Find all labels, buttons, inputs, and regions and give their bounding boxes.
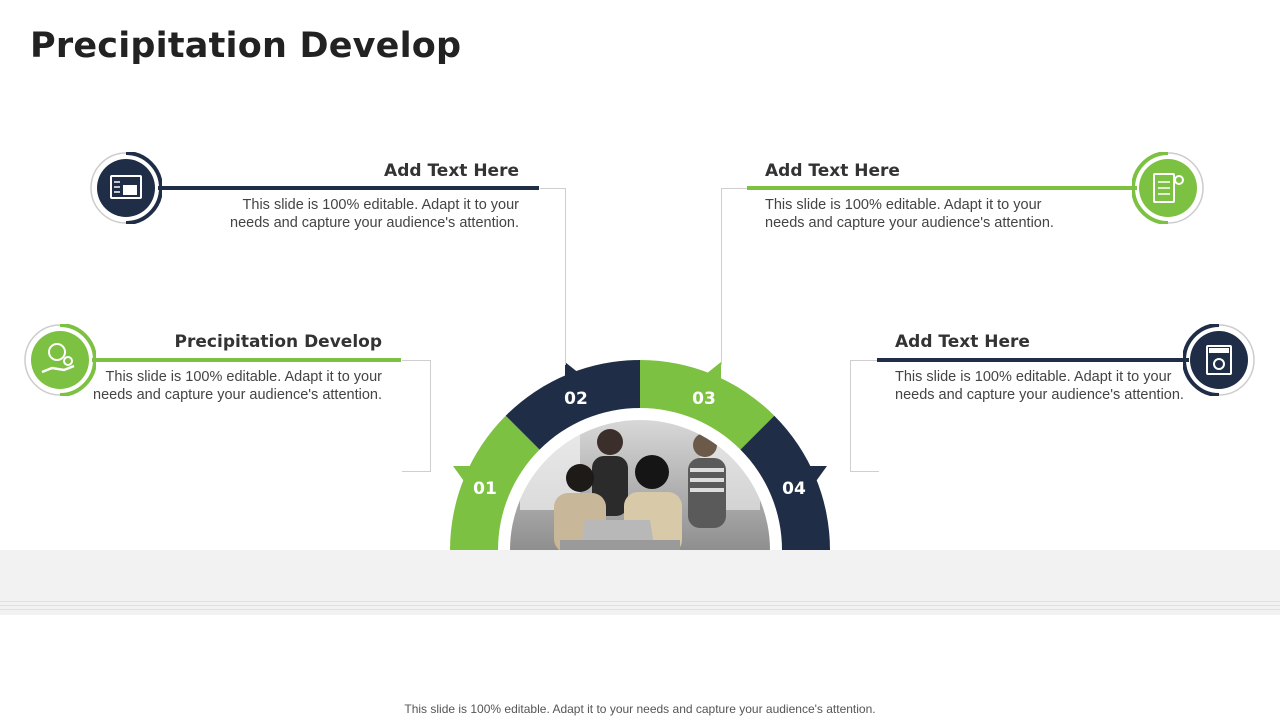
audit-document-icon — [1182, 323, 1255, 397]
slide-title: Precipitation Develop — [30, 26, 462, 66]
band-divider — [0, 605, 1280, 606]
item-03-heading: Add Text Here — [765, 161, 900, 181]
item-01-bar — [92, 358, 401, 362]
band-divider — [0, 601, 1280, 602]
segment-number-02: 02 — [564, 389, 588, 409]
item-04-bar — [877, 358, 1189, 362]
checklist-gear-icon — [1131, 151, 1204, 225]
connector-03 — [721, 188, 748, 365]
pointer-04 — [807, 466, 827, 484]
item-02-bar — [158, 186, 539, 190]
band-divider — [0, 609, 1280, 610]
item-02-heading: Add Text Here — [384, 161, 519, 181]
segment-04 — [731, 415, 830, 550]
bottom-band — [0, 550, 1280, 615]
item-04-text: This slide is 100% editable. Adapt it to… — [895, 369, 1184, 403]
pointer-03 — [701, 362, 721, 380]
pointer-02 — [565, 362, 585, 380]
segment-number-03: 03 — [692, 389, 716, 409]
segment-02 — [505, 360, 640, 459]
segment-01 — [450, 415, 549, 550]
segment-03 — [640, 360, 775, 459]
item-01-text: This slide is 100% editable. Adapt it to… — [93, 369, 382, 403]
hand-chart-gear-icon — [24, 323, 97, 397]
item-03-bar — [747, 186, 1137, 190]
slide-footer: This slide is 100% editable. Adapt it to… — [404, 702, 876, 716]
connector-02 — [540, 188, 566, 365]
connector-01 — [402, 360, 431, 472]
segment-number-01: 01 — [473, 479, 497, 499]
item-02-text: This slide is 100% editable. Adapt it to… — [230, 197, 519, 231]
item-04-heading: Add Text Here — [895, 332, 1030, 352]
item-03-text: This slide is 100% editable. Adapt it to… — [765, 197, 1054, 231]
segment-labels: 01 02 03 04 — [473, 389, 806, 499]
dashboard-screen-icon — [90, 151, 163, 225]
connector-04 — [850, 360, 879, 472]
pointer-01 — [453, 466, 473, 484]
segment-number-04: 04 — [782, 479, 806, 499]
item-01-heading: Precipitation Develop — [174, 332, 382, 352]
